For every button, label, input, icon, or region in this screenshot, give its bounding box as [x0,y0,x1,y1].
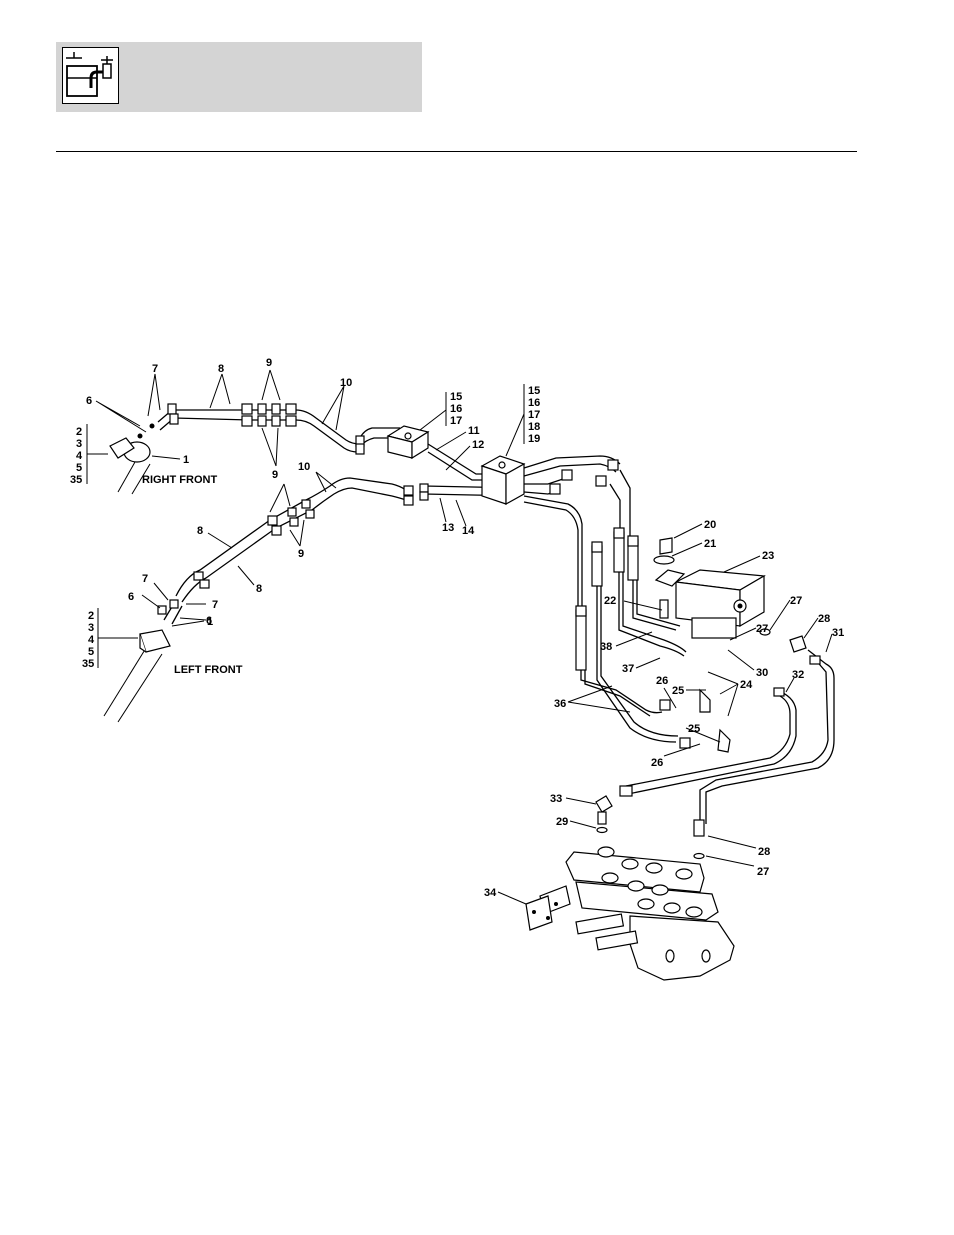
callout-33: 33 [550,793,562,805]
bracket-item: 19 [528,433,540,445]
bracket-left-cylinder: 2 3 4 5 35 [82,608,138,670]
bracket-item: 2 [88,610,94,622]
bracket-item: 18 [528,421,540,433]
callout-9: 9 [272,469,278,481]
upper-hose-pair [158,404,400,454]
callout-9: 9 [266,357,272,369]
callout-12: 12 [472,439,484,451]
callout-28: 28 [818,613,830,625]
callout-28: 28 [758,846,770,858]
callout-21: 21 [704,538,716,550]
callout-20: 20 [704,519,716,531]
callout-13: 13 [442,522,454,534]
bracket-item: 16 [528,397,540,409]
bracket-item: 35 [70,474,82,486]
callout-6: 6 [206,615,212,627]
caption-left-front: LEFT FRONT [174,664,243,676]
callout-22: 22 [604,595,616,607]
bracket-clamp-a: 15 16 17 [420,391,462,430]
bracket-item: 4 [76,450,83,462]
bracket-item: 15 [450,391,462,403]
main-control-valve [526,847,734,980]
callout-27: 27 [757,866,769,878]
callout-27: 27 [756,623,768,635]
left-front-cylinder [104,630,170,722]
callout-6: 6 [86,395,92,407]
callout-32: 32 [792,669,804,681]
callout-14: 14 [462,525,475,537]
bracket-item: 35 [82,658,94,670]
bracket-item: 17 [528,409,540,421]
callout-8: 8 [218,363,224,375]
callout-26: 26 [651,757,663,769]
callout-8: 8 [197,525,203,537]
callout-31: 31 [832,627,844,639]
callout-34: 34 [484,887,497,899]
callout-27: 27 [790,595,802,607]
bracket-item: 3 [76,438,82,450]
callout-10: 10 [298,461,310,473]
callout-24: 24 [740,679,753,691]
bracket-right-cylinder: 2 3 4 5 35 [70,424,108,486]
caption-right-front: RIGHT FRONT [142,474,217,486]
lower-hose-pair [158,478,413,624]
pressure-fittings [620,629,834,824]
callout-9: 9 [298,548,304,560]
callout-1: 1 [183,454,189,466]
callout-7: 7 [212,599,218,611]
callout-25: 25 [672,685,684,697]
bracket-item: 5 [76,462,82,474]
bracket-item: 3 [88,622,94,634]
bracket-item: 2 [76,426,82,438]
bracket-item: 4 [88,634,95,646]
bracket-item: 15 [528,385,540,397]
callout-29: 29 [556,816,568,828]
clamp-block-a [388,426,428,458]
callout-7: 7 [142,573,148,585]
callout-30: 30 [756,667,768,679]
vertical-hoses [576,528,730,752]
callout-36: 36 [554,698,566,710]
callout-11: 11 [468,425,480,437]
bracket-item: 16 [450,403,462,415]
bracket-item: 5 [88,646,94,658]
bracket-item: 17 [450,415,462,427]
callout-8: 8 [256,583,262,595]
callout-37: 37 [622,663,634,675]
bracket-clamp-b: 15 16 17 18 19 [506,384,540,456]
callout-38: 38 [600,641,612,653]
callout-25: 25 [688,723,700,735]
callout-7: 7 [152,363,158,375]
callout-6: 6 [128,591,134,603]
callout-10: 10 [340,377,352,389]
callout-26: 26 [656,675,668,687]
callout-23: 23 [762,550,774,562]
